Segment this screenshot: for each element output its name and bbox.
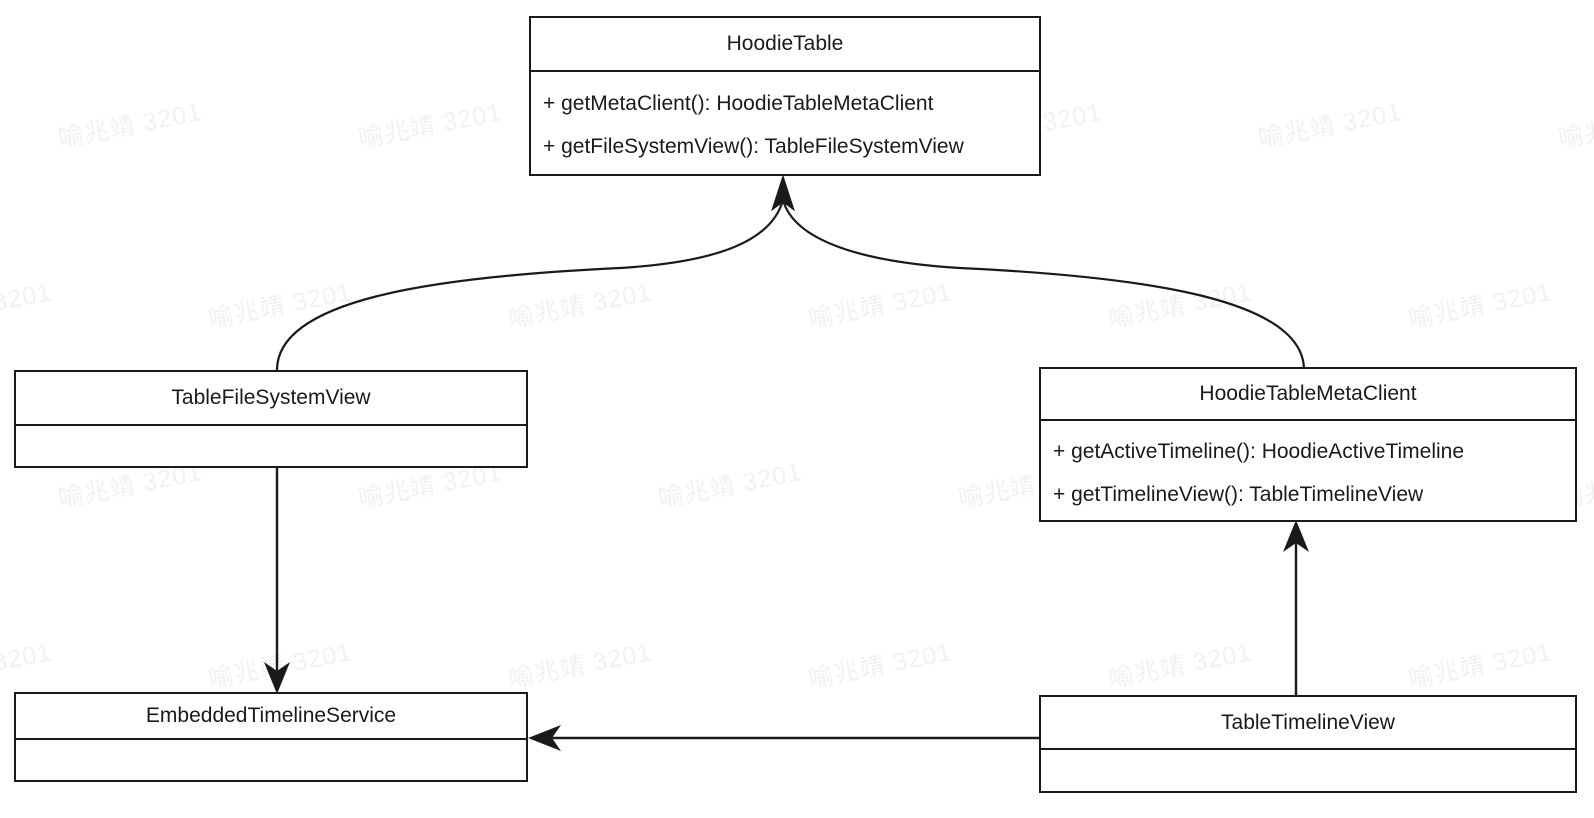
watermark-text: 喻兆靖 3201	[955, 812, 1105, 818]
class-members-hoodie-table: + getMetaClient(): HoodieTableMetaClient…	[531, 72, 1039, 174]
watermark-text: 喻兆靖 3201	[655, 812, 805, 818]
arrowhead-into-hoodietablemetaclient-bottom	[1283, 520, 1309, 552]
class-member: + getActiveTimeline(): HoodieActiveTimel…	[1053, 439, 1465, 463]
watermark-text: 喻兆靖 3201	[0, 278, 55, 333]
watermark-text: 喻兆靖 3201	[355, 812, 505, 818]
class-name-embedded-timeline-service: EmbeddedTimelineService	[16, 694, 526, 740]
watermark-text: 喻兆靖 3201	[806, 278, 955, 334]
watermark-text: 喻兆靖 3201	[806, 638, 955, 694]
class-box-table-file-system-view[interactable]: TableFileSystemView	[14, 370, 528, 468]
watermark-text: 喻兆靖 3201	[1555, 812, 1594, 818]
watermark-text: 喻兆靖 3201	[206, 638, 355, 694]
edge-tablefilesystemview-to-hoodietable	[275, 199, 785, 371]
class-box-table-timeline-view[interactable]: TableTimelineView	[1039, 695, 1577, 793]
watermark-text: 喻兆靖 3201	[1556, 98, 1594, 154]
watermark-text: 喻兆靖 3201	[0, 638, 55, 693]
watermark-text: 喻兆靖 3201	[656, 458, 805, 514]
class-name-table-timeline-view: TableTimelineView	[1041, 697, 1575, 750]
watermark-text: 喻兆靖 3201	[1106, 638, 1255, 694]
class-box-hoodie-table[interactable]: HoodieTable + getMetaClient(): HoodieTab…	[529, 16, 1041, 176]
class-name-table-file-system-view: TableFileSystemView	[16, 372, 526, 426]
class-member: + getMetaClient(): HoodieTableMetaClient	[543, 92, 934, 115]
arrowhead-into-embeddedtimelineservice-top	[264, 662, 290, 694]
watermark-text: 喻兆靖 3201	[506, 278, 655, 334]
watermark-text: 喻兆靖 3201	[356, 98, 505, 154]
class-name-hoodie-table-meta-client: HoodieTableMetaClient	[1041, 369, 1575, 421]
watermark-text: 喻兆靖 3201	[506, 638, 655, 694]
watermark-text: 喻兆靖 3201	[206, 278, 355, 334]
watermark-text: 喻兆靖 3201	[1406, 278, 1555, 334]
watermark-text: 喻兆靖 3201	[1106, 278, 1255, 334]
class-box-embedded-timeline-service[interactable]: EmbeddedTimelineService	[14, 692, 528, 782]
class-members-table-file-system-view	[16, 426, 526, 466]
class-member: + getFileSystemView(): TableFileSystemVi…	[543, 135, 964, 158]
arrowhead-into-hoodietable	[771, 174, 795, 212]
class-name-hoodie-table: HoodieTable	[531, 18, 1039, 72]
watermark-text: 喻兆靖 3201	[55, 812, 205, 818]
class-member: + getTimelineView(): TableTimelineView	[1053, 482, 1424, 506]
arrowhead-into-embeddedtimelineservice-right	[528, 725, 561, 751]
edge-hoodietablemetaclient-to-hoodietable	[781, 199, 1306, 371]
class-members-embedded-timeline-service	[16, 740, 526, 780]
watermark-text: 喻兆靖 3201	[56, 98, 205, 154]
class-members-table-timeline-view	[1041, 750, 1575, 791]
watermark-text: 喻兆靖 3201	[1406, 638, 1555, 694]
watermark-text: 喻兆靖 3201	[1255, 812, 1405, 818]
class-members-hoodie-table-meta-client: + getActiveTimeline(): HoodieActiveTimel…	[1041, 421, 1575, 520]
watermark-text: 喻兆靖 3201	[1256, 98, 1405, 154]
class-box-hoodie-table-meta-client[interactable]: HoodieTableMetaClient + getActiveTimelin…	[1039, 367, 1577, 522]
